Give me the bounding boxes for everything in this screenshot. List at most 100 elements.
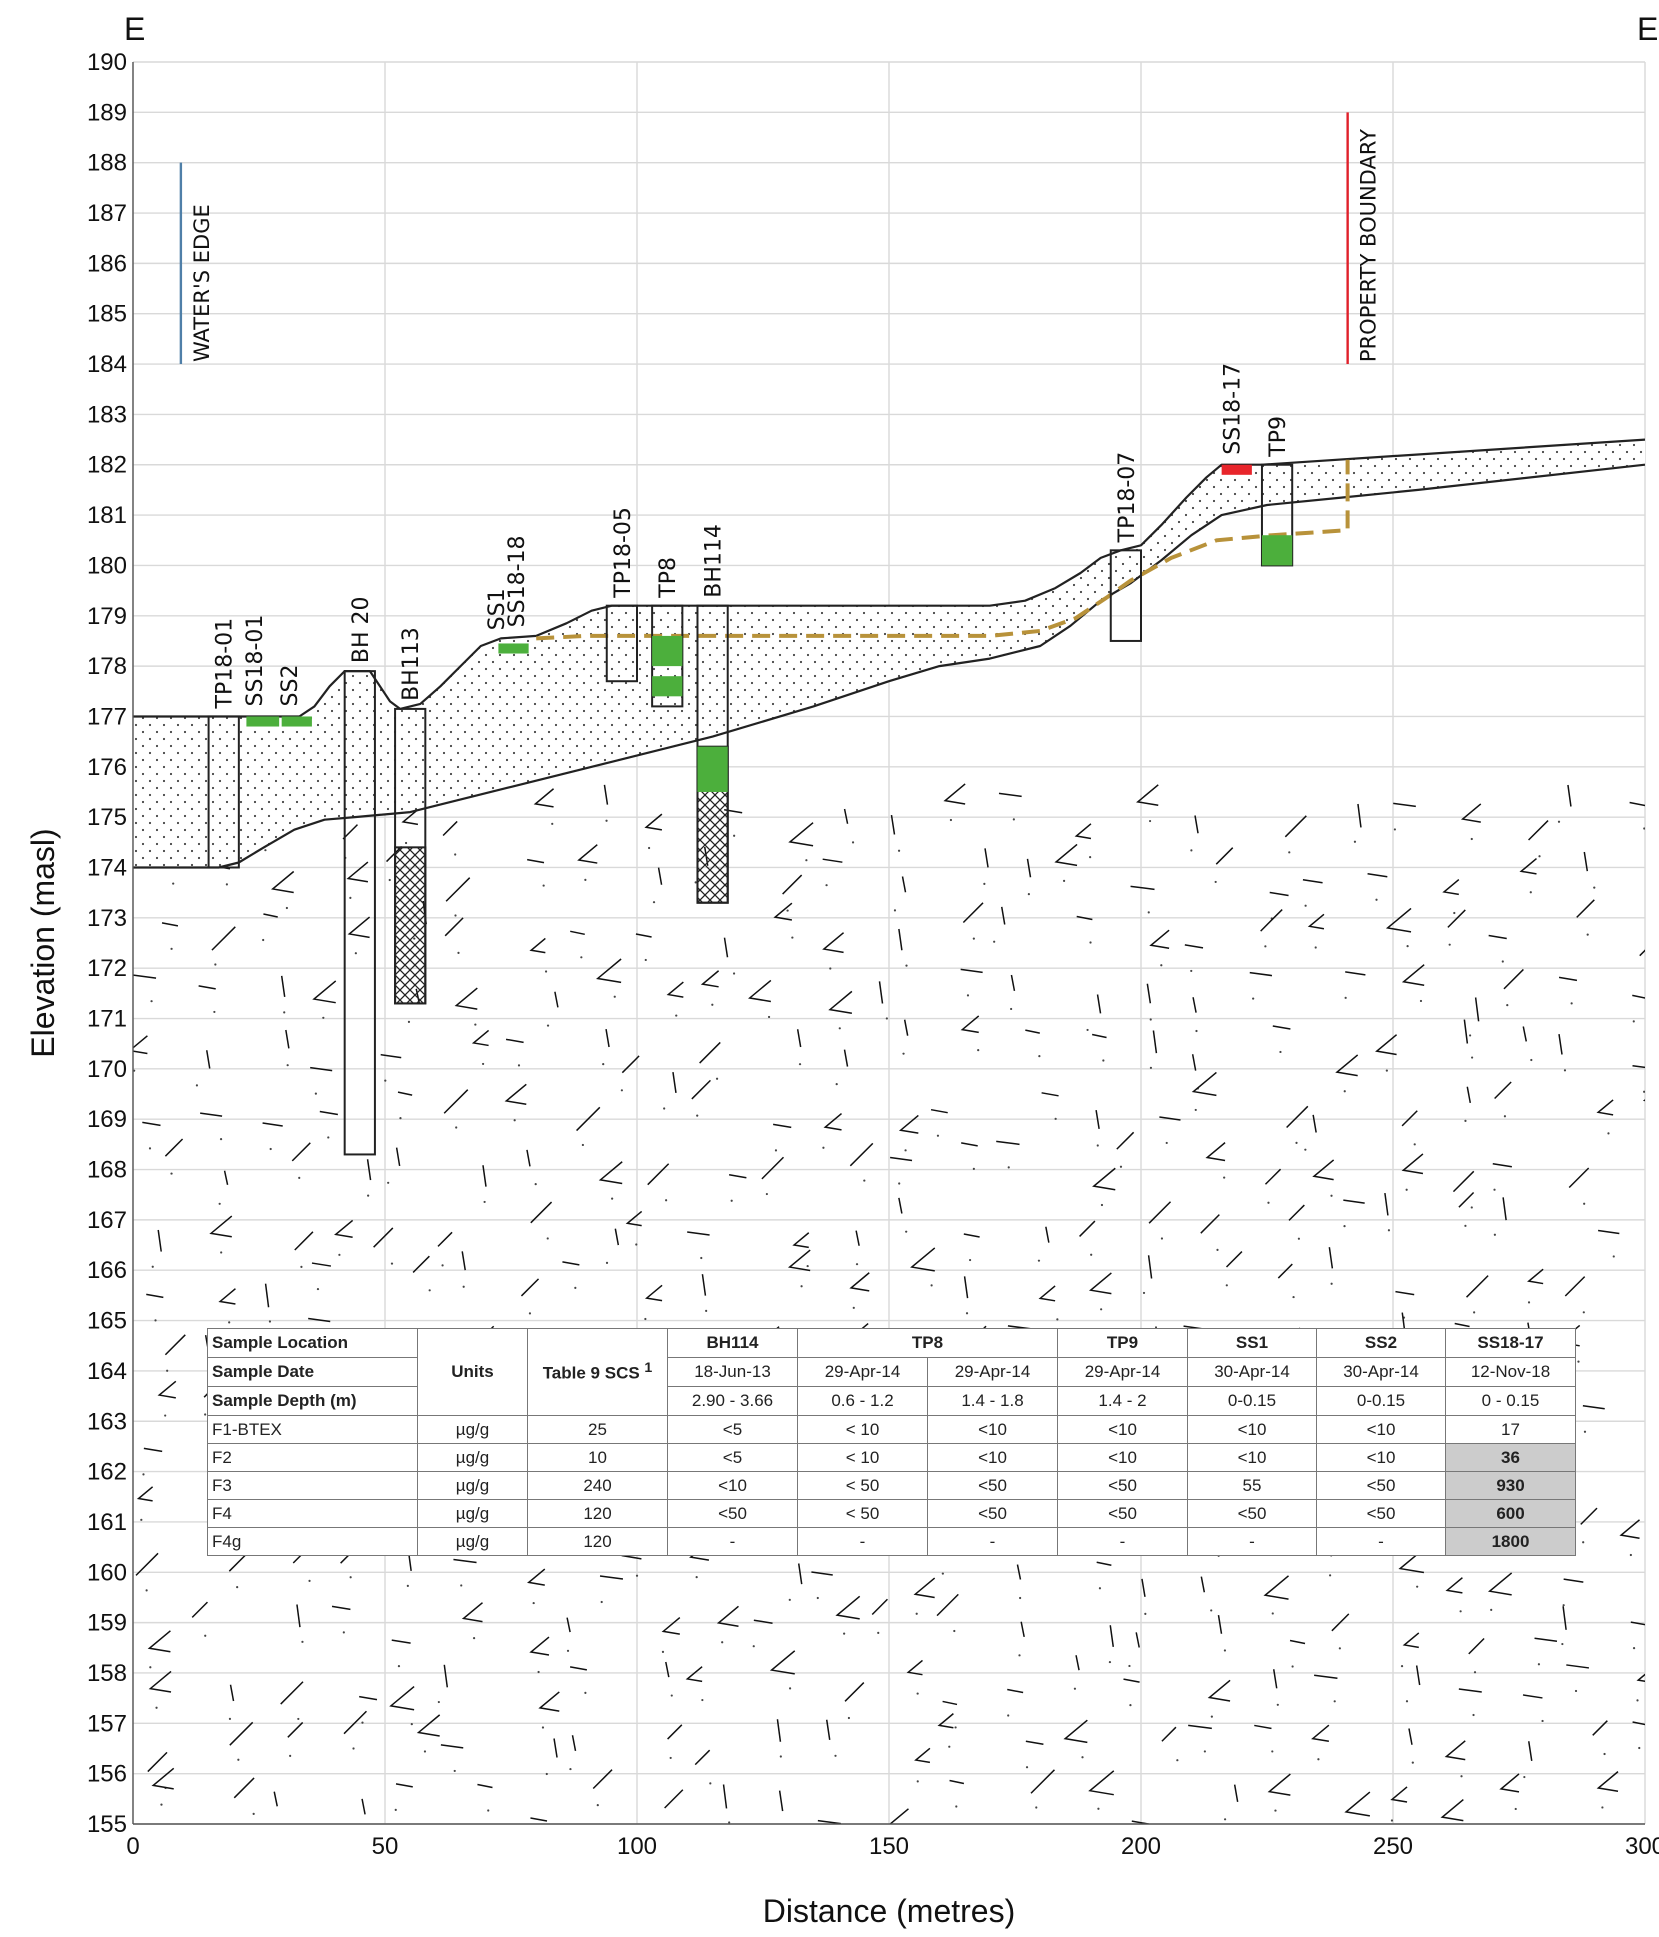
y-tick-163: 163 [87, 1408, 127, 1435]
location-label-ss18-18: SS18-18 [505, 535, 530, 627]
location-label-tp8: TP8 [656, 557, 681, 599]
header-standard-text: Table 9 SCS [542, 1363, 640, 1383]
x-tick-250: 250 [1373, 1833, 1413, 1860]
sample-depth-1: 0.6 - 1.2 [797, 1386, 928, 1416]
units-cell: µg/g [417, 1443, 528, 1472]
sample-date-3: 29-Apr-14 [1057, 1357, 1188, 1387]
result-cell: <10 [927, 1415, 1058, 1444]
result-cell: <5 [667, 1415, 798, 1444]
result-cell: <50 [927, 1471, 1058, 1500]
result-cell: - [667, 1527, 798, 1556]
y-tick-158: 158 [87, 1660, 127, 1687]
result-cell: < 10 [797, 1443, 928, 1472]
result-cell: 930 [1445, 1471, 1576, 1500]
location-label-tp18-07: TP18-07 [1115, 452, 1140, 544]
parameter-f2: F2 [207, 1443, 418, 1472]
result-cell: 17 [1445, 1415, 1576, 1444]
result-cell: < 50 [797, 1499, 928, 1528]
y-tick-184: 184 [87, 351, 127, 378]
y-tick-190: 190 [87, 49, 127, 76]
y-tick-179: 179 [87, 603, 127, 630]
location-box-bh-20 [343, 670, 376, 1156]
x-tick-50: 50 [372, 1833, 399, 1860]
result-cell: - [797, 1527, 928, 1556]
x-tick-300: 300 [1625, 1833, 1659, 1860]
parameter-f4g: F4g [207, 1527, 418, 1556]
location-label-ss18-17: SS18-17 [1221, 363, 1246, 455]
x-tick-0: 0 [126, 1833, 139, 1860]
standard-cell: 120 [527, 1527, 668, 1556]
result-cell: <10 [1316, 1443, 1446, 1472]
x-tick-150: 150 [869, 1833, 909, 1860]
location-label-ss18-01: SS18-01 [243, 615, 268, 707]
header-sample-date: Sample Date [207, 1357, 418, 1387]
header-standard: Table 9 SCS 1 [527, 1328, 668, 1416]
group-header-ss2: SS2 [1316, 1328, 1446, 1358]
sample-depth-5: 0-0.15 [1316, 1386, 1446, 1416]
group-header-tp8: TP8 [797, 1328, 1058, 1358]
sample-interval-2 [498, 643, 529, 654]
result-cell: <50 [1316, 1471, 1446, 1500]
y-tick-177: 177 [87, 703, 127, 730]
result-cell: < 10 [797, 1415, 928, 1444]
sample-interval-1 [281, 716, 312, 727]
location-label-ss1: SS1 [485, 588, 510, 630]
y-tick-176: 176 [87, 754, 127, 781]
y-tick-183: 183 [87, 401, 127, 428]
header-units: Units [417, 1328, 528, 1416]
y-tick-170: 170 [87, 1056, 127, 1083]
header-sample-depth: Sample Depth (m) [207, 1386, 418, 1416]
result-cell: <50 [667, 1499, 798, 1528]
parameter-f3: F3 [207, 1471, 418, 1500]
y-tick-157: 157 [87, 1710, 127, 1737]
location-label-ss2: SS2 [278, 665, 303, 707]
y-tick-174: 174 [87, 854, 127, 881]
result-cell: <10 [1057, 1443, 1188, 1472]
location-label-bh114: BH114 [702, 524, 727, 598]
location-box-tp9 [1260, 463, 1294, 567]
hatched-interval-0 [394, 846, 427, 1005]
location-label-tp18-05: TP18-05 [611, 507, 636, 599]
sample-depth-4: 0-0.15 [1187, 1386, 1317, 1416]
header-sample-location: Sample Location [207, 1328, 418, 1358]
units-cell: µg/g [417, 1415, 528, 1444]
result-cell: 1800 [1445, 1527, 1576, 1556]
water-s-edge-label: WATER'S EDGE [190, 204, 214, 362]
sample-interval-4 [652, 676, 683, 697]
fill-base-line [133, 463, 1645, 869]
units-cell: µg/g [417, 1527, 528, 1556]
y-tick-171: 171 [87, 1006, 127, 1033]
result-cell: <50 [927, 1499, 1058, 1528]
units-cell: µg/g [417, 1471, 528, 1500]
location-label-tp18-01: TP18-01 [213, 618, 238, 710]
sample-interval-6 [1261, 535, 1293, 566]
sample-interval-5 [697, 746, 728, 792]
sample-interval-0 [246, 716, 280, 727]
result-cell: <50 [1187, 1499, 1317, 1528]
group-header-bh114: BH114 [667, 1328, 798, 1358]
parameter-f1-btex: F1-BTEX [207, 1415, 418, 1444]
y-tick-189: 189 [87, 99, 127, 126]
y-tick-164: 164 [87, 1358, 127, 1385]
sample-interval-7 [1221, 464, 1252, 475]
y-tick-159: 159 [87, 1610, 127, 1637]
group-header-ss1: SS1 [1187, 1328, 1317, 1358]
y-tick-172: 172 [87, 955, 127, 982]
inferred-contact-line [536, 459, 1350, 641]
header-standard-footnote: 1 [644, 1360, 653, 1377]
y-tick-186: 186 [87, 250, 127, 277]
standard-cell: 240 [527, 1471, 668, 1500]
sample-depth-0: 2.90 - 3.66 [667, 1386, 798, 1416]
analytical-results-table: Sample Location Units Table 9 SCS 1 BH11… [207, 1328, 1576, 1556]
result-cell: <10 [1057, 1415, 1188, 1444]
y-tick-161: 161 [87, 1509, 127, 1536]
x-tick-100: 100 [617, 1833, 657, 1860]
location-box-tp18-05 [605, 604, 639, 683]
y-tick-165: 165 [87, 1308, 127, 1335]
